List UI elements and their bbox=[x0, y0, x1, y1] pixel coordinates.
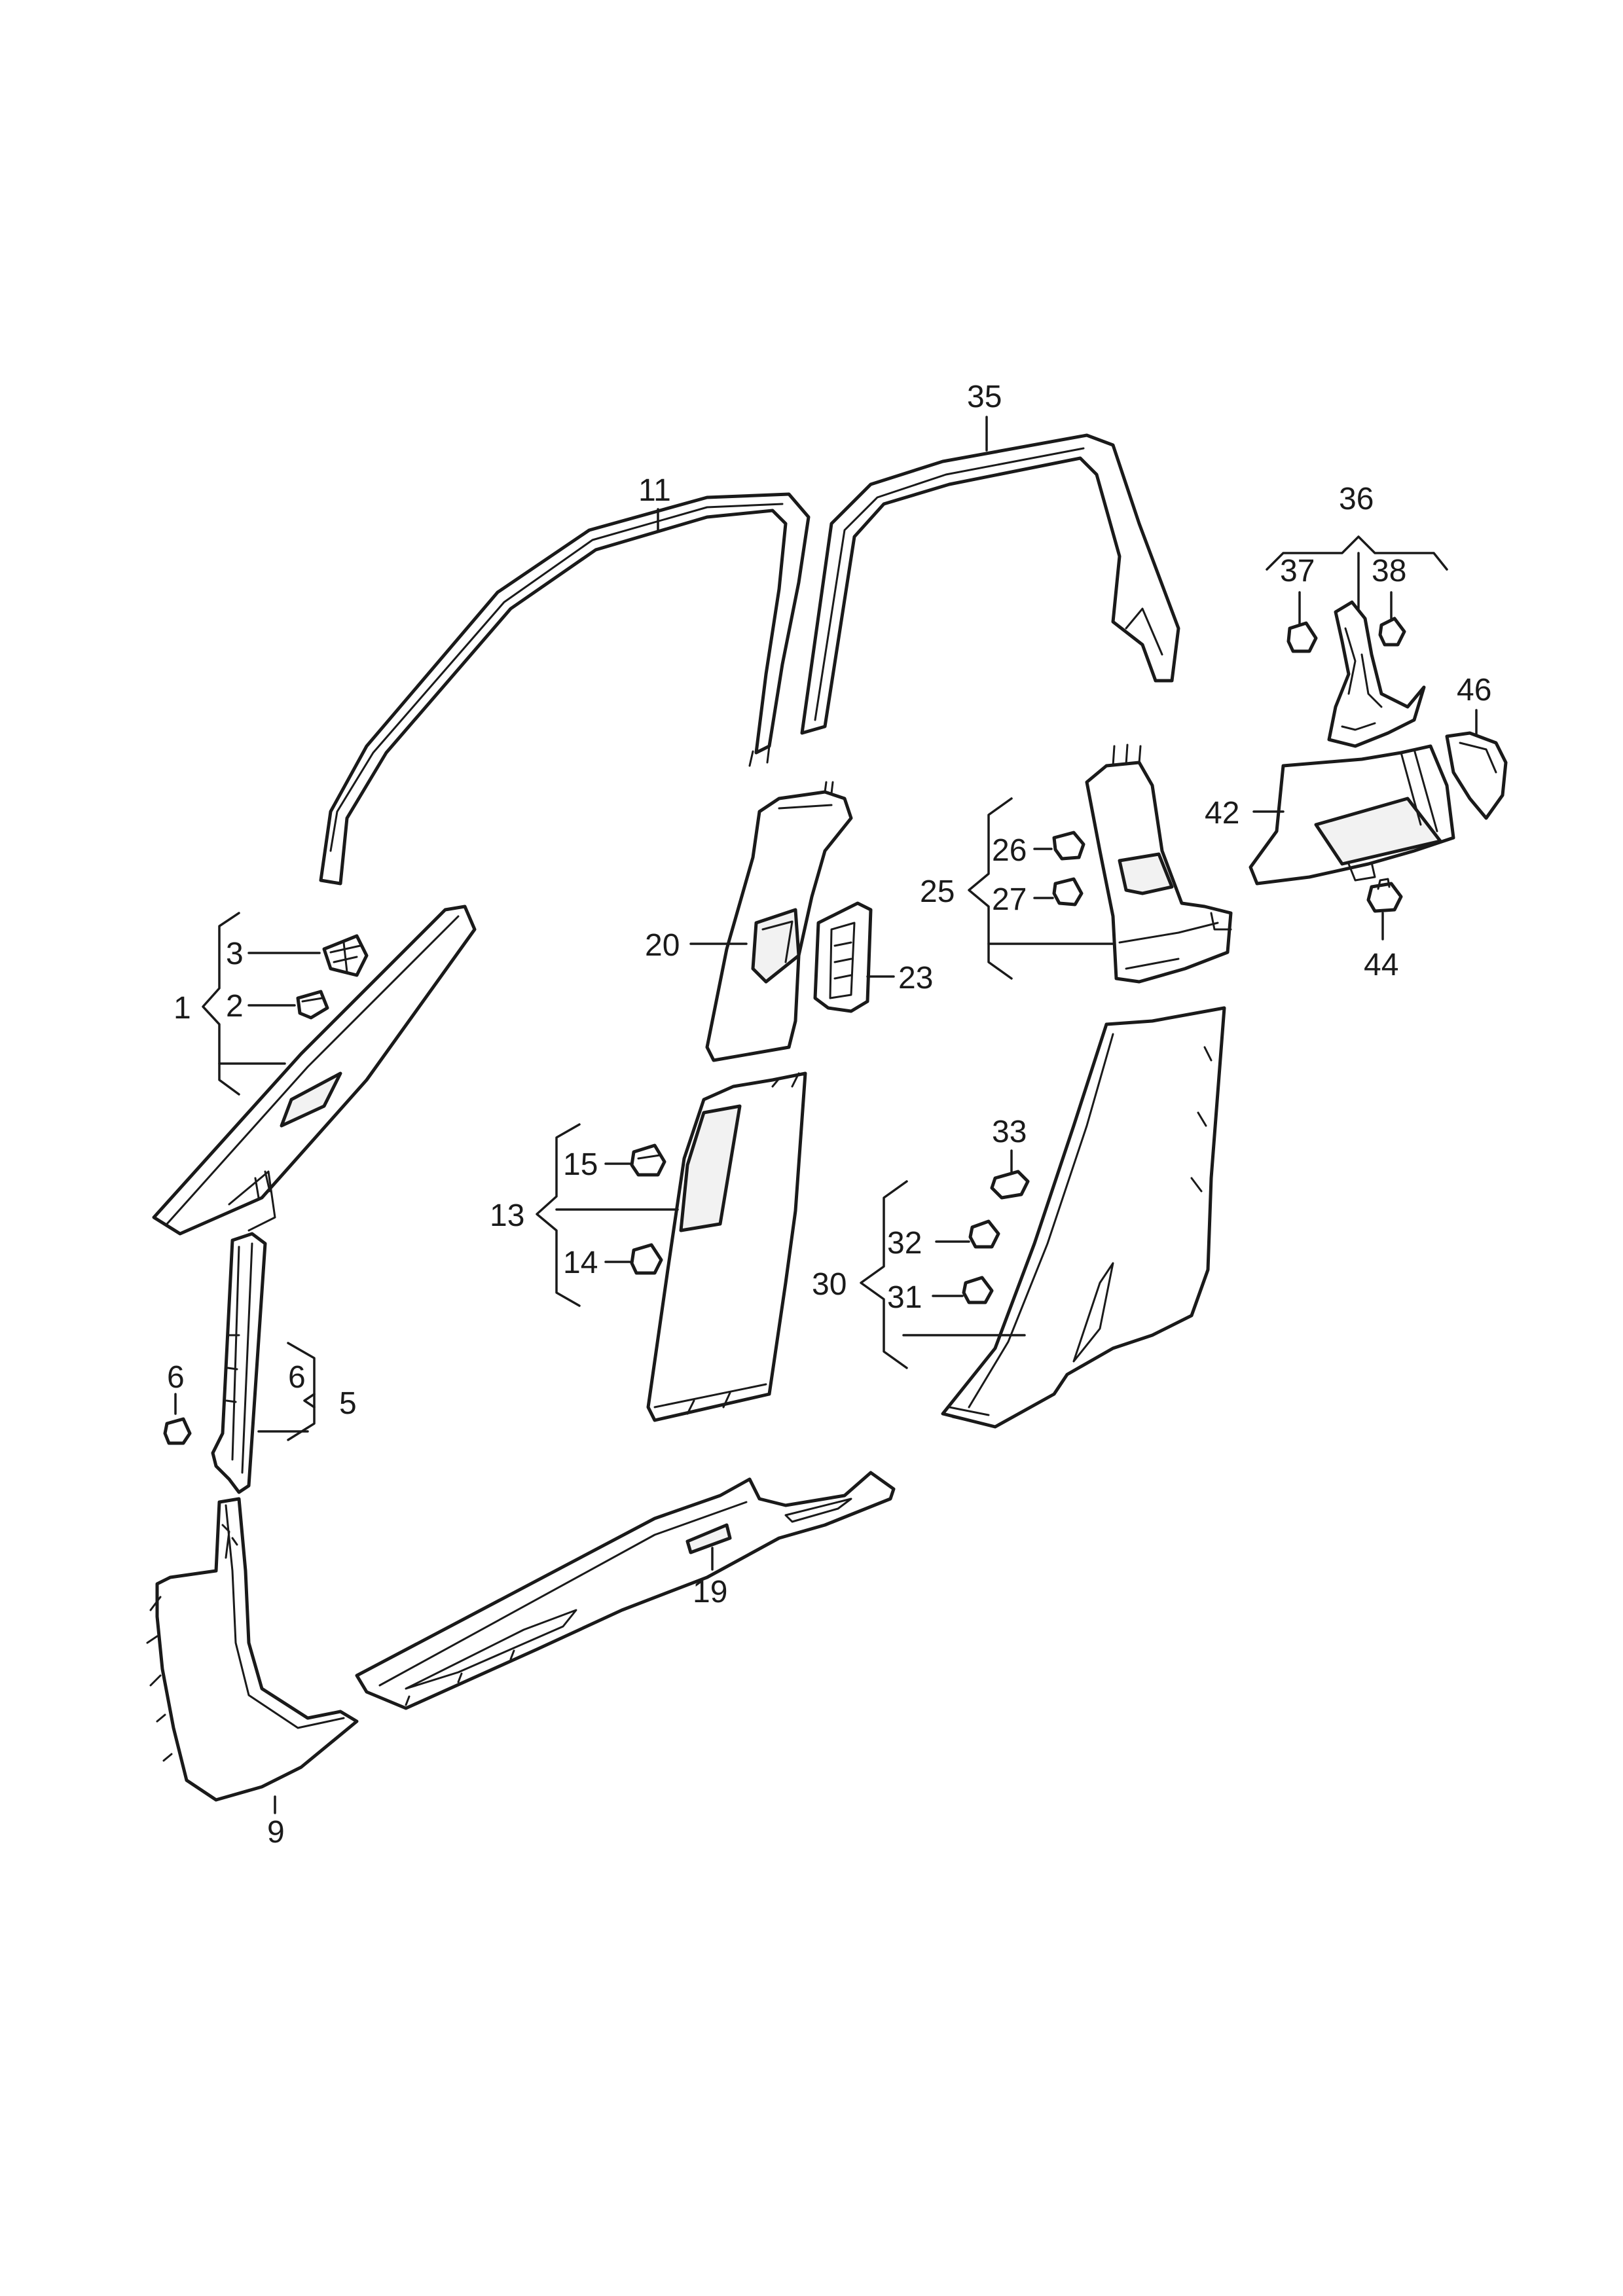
callout-14: 14 bbox=[563, 1246, 598, 1280]
callout-25: 25 bbox=[920, 874, 955, 909]
callout-46: 46 bbox=[1457, 673, 1491, 708]
part-13-b-pillar-lower-trim bbox=[646, 1071, 807, 1422]
callout-31: 31 bbox=[887, 1280, 922, 1315]
part-32-clip bbox=[968, 1219, 1000, 1249]
part-14-clip bbox=[630, 1243, 663, 1275]
callout-13: 13 bbox=[490, 1198, 524, 1233]
part-31-clip bbox=[962, 1276, 994, 1304]
part-30-quarter-trim bbox=[941, 1006, 1226, 1429]
callout-1: 1 bbox=[173, 991, 191, 1026]
callout-32: 32 bbox=[887, 1226, 922, 1261]
callout-35: 35 bbox=[967, 380, 1002, 414]
callout-33: 33 bbox=[992, 1115, 1027, 1149]
part-35-rear-door-seal bbox=[800, 433, 1180, 735]
callout-9: 9 bbox=[267, 1815, 285, 1850]
callout-3: 3 bbox=[226, 937, 244, 971]
callout-19: 19 bbox=[693, 1575, 727, 1609]
part-27-clip bbox=[1052, 877, 1084, 906]
callout-30: 30 bbox=[812, 1267, 847, 1302]
part-36-bracket-assembly bbox=[1327, 600, 1426, 748]
part-9-lower-a-pillar-trim bbox=[146, 1497, 359, 1802]
part-20-b-pillar-upper-trim bbox=[705, 781, 853, 1062]
callout-20: 20 bbox=[645, 928, 680, 963]
part-1-a-pillar-trim bbox=[152, 905, 477, 1236]
part-19-sill-trim bbox=[355, 1471, 896, 1710]
callout-15: 15 bbox=[563, 1147, 598, 1182]
callout-26: 26 bbox=[992, 833, 1027, 868]
part-42-trim-panel bbox=[1249, 744, 1455, 886]
part-46-cap bbox=[1445, 731, 1508, 820]
part-15-clip bbox=[630, 1143, 666, 1177]
callout-6a: 6 bbox=[167, 1360, 185, 1395]
part-23-bracket bbox=[813, 901, 873, 1013]
part-11-front-door-seal bbox=[319, 492, 811, 886]
callout-11: 11 bbox=[638, 473, 671, 508]
callout-2: 2 bbox=[226, 989, 244, 1024]
part-26-clip bbox=[1052, 831, 1085, 861]
callout-labels: 1 2 3 5 6 6 9 11 13 14 15 19 20 23 25 26… bbox=[167, 380, 1491, 1850]
part-38-clip bbox=[1378, 617, 1406, 647]
part-25-c-pillar-upper-trim bbox=[1085, 744, 1233, 984]
callout-44: 44 bbox=[1364, 948, 1398, 982]
callout-42: 42 bbox=[1205, 796, 1239, 831]
part-5-trim-strip bbox=[211, 1232, 267, 1494]
callout-38: 38 bbox=[1372, 554, 1406, 588]
leader-lines bbox=[174, 416, 1478, 1814]
callout-27: 27 bbox=[992, 882, 1027, 917]
part-3-clip bbox=[322, 934, 369, 977]
callout-37: 37 bbox=[1280, 554, 1315, 588]
callout-5: 5 bbox=[339, 1386, 357, 1421]
callout-36: 36 bbox=[1339, 482, 1374, 516]
part-2-clip bbox=[296, 990, 329, 1020]
callout-6b: 6 bbox=[288, 1360, 306, 1395]
part-44-screw bbox=[1366, 878, 1403, 913]
part-6-clip bbox=[163, 1417, 192, 1445]
part-37-clip bbox=[1286, 621, 1318, 653]
part-33-clip bbox=[990, 1170, 1030, 1200]
callout-23: 23 bbox=[898, 961, 933, 996]
